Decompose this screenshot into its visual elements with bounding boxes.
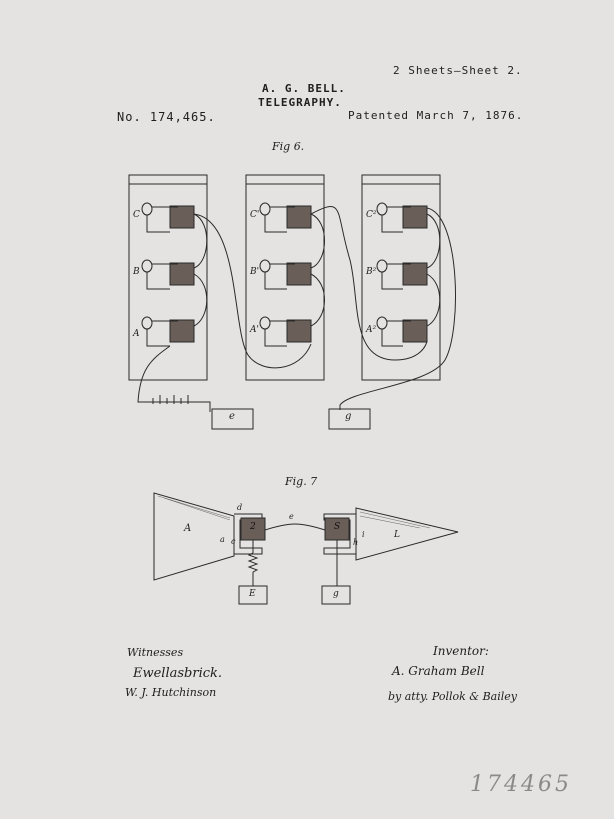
fig7-caption: Fig. 7: [285, 475, 318, 488]
right-cone: [355, 507, 459, 561]
fig7-box-E: [238, 585, 268, 605]
label-C-2: C²: [366, 210, 377, 220]
instrument-unit: [376, 259, 428, 290]
fig7-label-L: L: [394, 530, 400, 540]
fig6-box-g: [328, 408, 371, 430]
label-B: B: [133, 267, 140, 277]
fig7-drawing: [153, 492, 459, 605]
fig7-magnet-left: 2: [250, 522, 256, 532]
sheet-count: 2 Sheets—Sheet 2.: [393, 64, 523, 77]
fig7-label-h: h: [353, 538, 359, 547]
label-A: A: [133, 329, 140, 339]
fig6-panel-3: [361, 174, 441, 381]
fig7-box-g-label: g: [333, 589, 339, 599]
label-C-prime: C': [250, 210, 260, 220]
fig7-label-i: i: [362, 530, 365, 539]
patent-date: Patented March 7, 1876.: [348, 109, 524, 122]
fig7-magnet-right: S: [334, 522, 341, 532]
fig6-instruments-col3: [376, 202, 428, 347]
fig6-caption: Fig 6.: [272, 140, 305, 153]
instrument-unit: [141, 259, 195, 290]
witnesses-label: Witnesses: [127, 646, 184, 659]
attorney-signature: by atty. Pollok & Bailey: [388, 690, 517, 703]
patent-number: No. 174,465.: [117, 110, 216, 124]
box-e-label: e: [229, 411, 235, 422]
left-cone: [153, 492, 235, 581]
battery-icon: [152, 395, 189, 404]
fig7-label-c: c: [231, 537, 236, 546]
box-g-label: g: [345, 411, 352, 422]
spring-icon: [247, 552, 259, 573]
fig6-panel-2: [245, 174, 325, 381]
instrument-unit: [141, 202, 195, 233]
inventor-signature: A. Graham Bell: [392, 664, 485, 678]
fig6-instruments-col2: [259, 202, 312, 347]
patent-title: TELEGRAPHY.: [258, 96, 342, 109]
label-A-prime: A': [250, 325, 259, 335]
fig7-label-a: a: [220, 535, 225, 544]
fig7-label-A: A: [184, 523, 192, 534]
fig7-box-g: [321, 585, 351, 605]
instrument-unit: [141, 316, 195, 347]
fig7-box-E-label: E: [249, 589, 256, 599]
instrument-unit: [259, 202, 312, 233]
fig6-wiring: [137, 206, 456, 412]
fig6-box-e: [211, 408, 254, 430]
fig7-label-e: e: [289, 512, 294, 521]
inventor-heading: A. G. BELL.: [262, 82, 346, 95]
label-A-2: A²: [366, 325, 377, 335]
fig6-panel-1: [128, 174, 208, 381]
inventor-label: Inventor:: [433, 644, 489, 658]
witness-signature-2: W. J. Hutchinson: [125, 686, 217, 699]
fig6-instruments-col1: [141, 202, 195, 347]
instrument-unit: [376, 202, 428, 233]
witness-signature-1: Ewellasbrick.: [133, 666, 223, 681]
fig7-label-d: d: [237, 503, 243, 512]
label-B-prime: B': [250, 267, 260, 277]
instrument-unit: [259, 259, 312, 290]
handwritten-number: 174465: [470, 772, 572, 797]
label-C: C: [133, 210, 140, 220]
instrument-unit: [259, 316, 312, 347]
label-B-2: B²: [366, 267, 377, 277]
instrument-unit: [376, 316, 428, 347]
